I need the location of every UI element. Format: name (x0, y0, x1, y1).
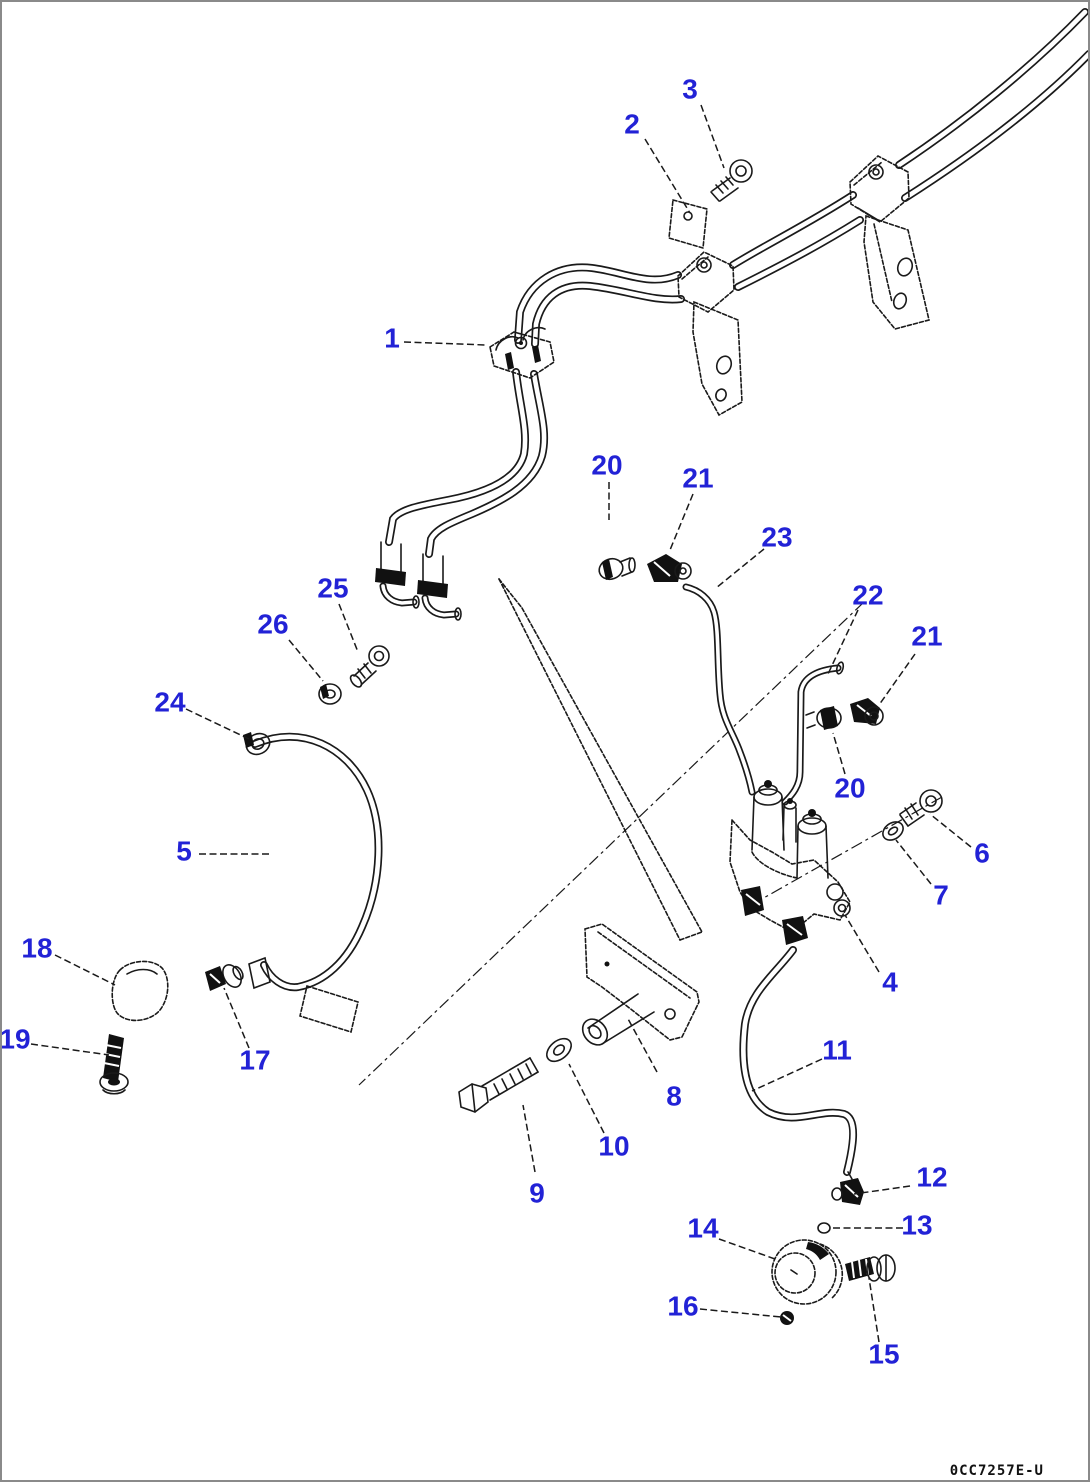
callout-leader-23 (715, 548, 765, 589)
bolt-19 (99, 1034, 129, 1095)
clip-26 (318, 683, 342, 705)
callout-5: 5 (176, 836, 192, 867)
callout-leader-12 (853, 1185, 911, 1195)
tube-end-elbow-fittings (375, 541, 462, 621)
pipe-clamp-block-center (677, 251, 735, 313)
callout-leader-4 (844, 914, 880, 973)
callout-23: 23 (761, 522, 792, 553)
elbow-12 (831, 1171, 864, 1205)
callout-21a: 21 (682, 463, 713, 494)
callout-19: 19 (2, 1024, 31, 1055)
bolt-3 (710, 159, 753, 202)
hose-5 (248, 737, 378, 1034)
callout-leader-11 (751, 1058, 823, 1092)
callout-13: 13 (901, 1210, 932, 1241)
callout-20b: 20 (834, 773, 865, 804)
callout-1: 1 (384, 323, 400, 354)
plug-16 (780, 1311, 794, 1325)
callout-17: 17 (239, 1045, 270, 1076)
phantom-reference-lines (358, 601, 943, 1086)
callout-leader-20b (832, 732, 846, 775)
clip-24 (243, 732, 271, 756)
mounting-strip-plate (498, 578, 703, 941)
tube-22 (785, 661, 845, 802)
callout-24: 24 (154, 687, 186, 718)
callout-20a: 20 (591, 450, 622, 481)
callout-leader-10 (568, 1063, 605, 1134)
clamp-21-upper (647, 554, 692, 582)
pipe-clamp-block-right (849, 155, 910, 223)
connector-17 (205, 964, 244, 991)
callout-leader-1 (403, 341, 487, 346)
callout-leader-25 (338, 603, 359, 653)
callout-12: 12 (916, 1162, 947, 1193)
cap-18 (111, 960, 169, 1022)
washer-7 (882, 821, 904, 841)
callout-21b: 21 (911, 621, 942, 652)
callout-leader-26 (288, 639, 324, 682)
callout-9: 9 (529, 1178, 545, 1209)
bracket-right (863, 214, 930, 330)
fitting-20-lower (805, 706, 842, 730)
callout-leader-16 (699, 1308, 782, 1318)
callout-6: 6 (974, 838, 990, 869)
callout-4: 4 (882, 967, 898, 998)
callout-26: 26 (257, 609, 288, 640)
valve-assembly-4 (729, 780, 851, 945)
callout-leader-9 (522, 1104, 536, 1173)
bolt-25 (349, 645, 390, 688)
washer-10 (546, 1037, 572, 1063)
callout-8: 8 (666, 1081, 682, 1112)
clamp-21-lower (850, 698, 884, 726)
callout-16: 16 (667, 1291, 698, 1322)
callout-11: 11 (822, 1035, 852, 1066)
callout-leader-2 (644, 138, 691, 214)
clamp-1 (489, 326, 555, 379)
callout-2: 2 (624, 109, 640, 140)
callout-leader-22 (827, 609, 859, 675)
callout-leader-21a (669, 493, 694, 551)
callout-leader-24 (185, 708, 250, 740)
callout-leader-6 (929, 813, 972, 848)
callout-3: 3 (682, 74, 698, 105)
callout-10: 10 (598, 1131, 629, 1162)
bolt-9 (458, 1057, 539, 1113)
callout-25: 25 (317, 573, 348, 604)
callout-leader-19 (30, 1043, 110, 1056)
callout-22: 22 (852, 580, 883, 611)
callout-leader-14 (718, 1238, 776, 1260)
callout-18: 18 (21, 933, 52, 964)
tube-23 (686, 587, 752, 792)
pipe-assembly-tubes (389, 12, 1089, 554)
callout-leader-18 (54, 954, 116, 986)
callout-7: 7 (933, 880, 949, 911)
plate-2 (668, 198, 708, 250)
callout-14: 14 (687, 1213, 719, 1244)
callout-leader-15 (868, 1277, 880, 1343)
callout-leader-21b (878, 653, 916, 706)
drawing-code: 0CC7257E-U (950, 1463, 1044, 1479)
callout-leader-3 (700, 104, 725, 169)
callout-leader-7 (895, 839, 932, 885)
plug-6 (899, 789, 943, 827)
bracket-center (692, 300, 743, 417)
bolt-15 (845, 1254, 896, 1282)
bracket-8 (581, 923, 700, 1046)
cap-14 (771, 1239, 844, 1305)
callout-leader-17 (223, 987, 250, 1049)
fitting-20-upper (598, 557, 636, 581)
washer-13 (817, 1222, 831, 1234)
callout-15: 15 (868, 1339, 899, 1370)
